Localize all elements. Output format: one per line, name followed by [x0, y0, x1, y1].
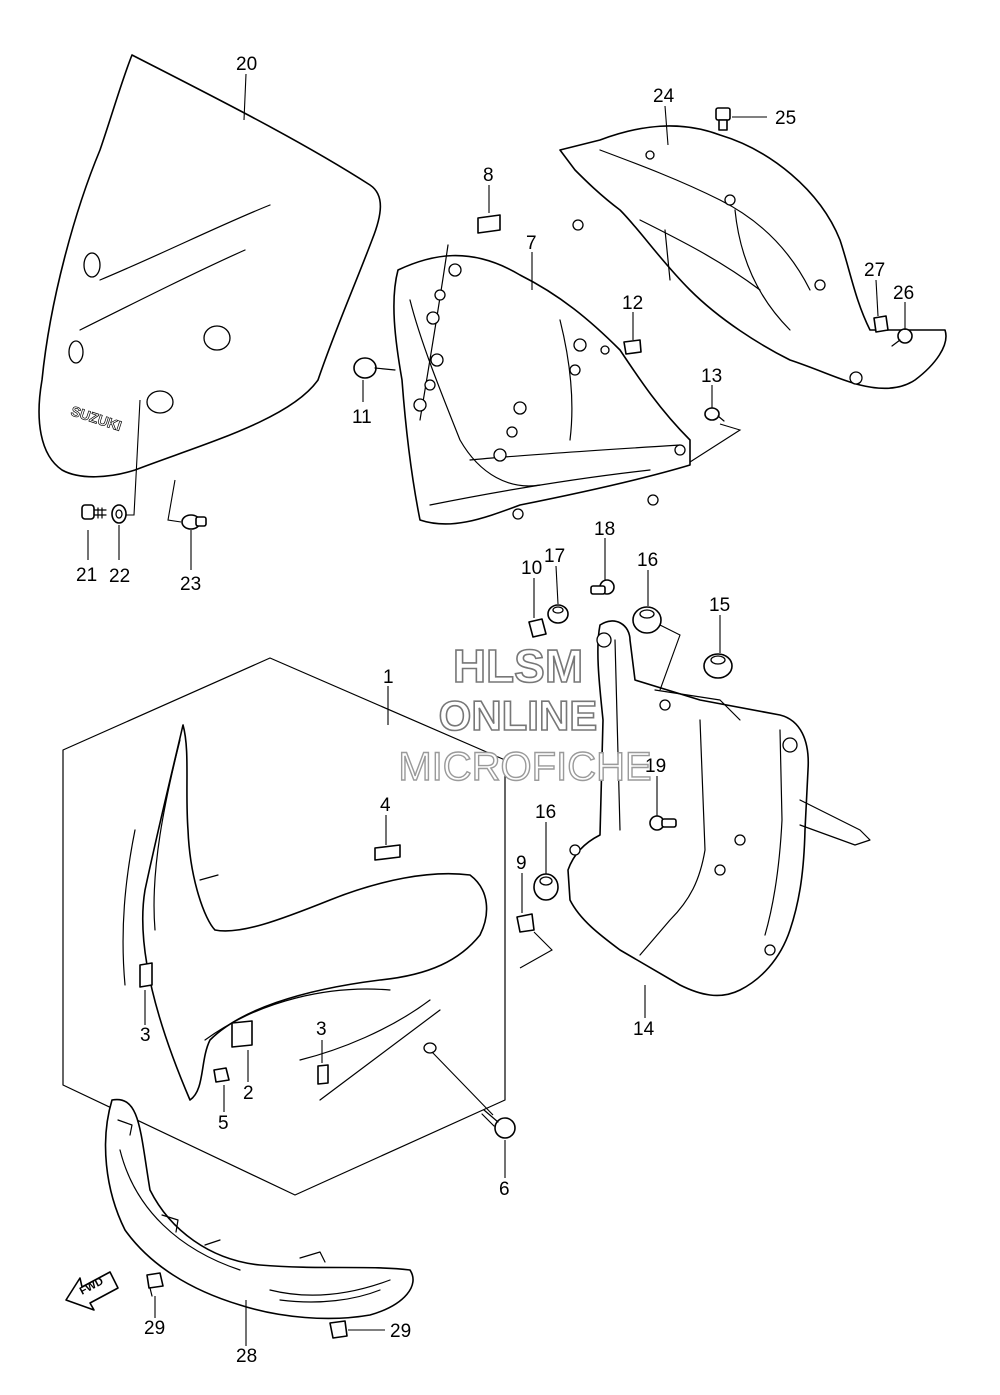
headlight-housing-bracket[interactable]	[393, 244, 691, 525]
washer-22[interactable]	[111, 504, 127, 524]
grommet-15[interactable]	[703, 653, 733, 679]
bolt-19[interactable]	[649, 815, 677, 831]
callout-numbers: 20 21 22 23 8 7 11 12 13 24 25 27 26 18 …	[76, 54, 914, 1367]
callout-29-right: 29	[390, 1321, 411, 1342]
callout-17: 17	[544, 546, 565, 567]
upper-cowl-1[interactable]	[122, 724, 488, 1101]
callout-19: 19	[645, 756, 666, 777]
callout-20: 20	[236, 54, 257, 75]
callout-14: 14	[633, 1019, 655, 1040]
forward-direction-arrow: FWD	[65, 1271, 119, 1311]
watermark-line-3: MICROFICHE	[398, 745, 651, 789]
callout-9: 9	[516, 853, 527, 874]
grommet-17[interactable]	[547, 604, 569, 624]
callout-4: 4	[380, 795, 391, 816]
callout-18: 18	[594, 519, 615, 540]
inner-panel-24[interactable]	[559, 125, 947, 390]
callout-21: 21	[76, 565, 97, 586]
callout-6: 6	[499, 1179, 510, 1200]
windscreen[interactable]: SUZUKI	[38, 54, 382, 478]
clip-12[interactable]	[623, 339, 642, 355]
nut-9[interactable]	[516, 913, 535, 933]
screw-21[interactable]	[81, 504, 107, 520]
bolt-25[interactable]	[715, 107, 731, 131]
lower-cowl-28[interactable]	[104, 1098, 414, 1320]
callout-2: 2	[243, 1083, 254, 1104]
callout-26: 26	[893, 283, 914, 304]
callout-13: 13	[701, 366, 722, 387]
grommet-16-lower[interactable]	[533, 873, 559, 901]
headlight-brace-14[interactable]	[567, 620, 871, 997]
callout-8: 8	[483, 165, 494, 186]
screw-6[interactable]	[481, 1109, 516, 1139]
label-sticker-8[interactable]	[477, 214, 501, 234]
callout-10: 10	[521, 558, 542, 579]
callout-3-right: 3	[316, 1019, 327, 1040]
callout-7: 7	[526, 233, 537, 254]
callout-12: 12	[622, 293, 643, 314]
callout-27: 27	[864, 260, 885, 281]
callout-3-left: 3	[140, 1025, 151, 1046]
callout-15: 15	[709, 595, 730, 616]
bolt-18[interactable]	[590, 579, 615, 595]
nut-10[interactable]	[528, 618, 547, 638]
callout-22: 22	[109, 566, 130, 587]
leader-lines	[87, 73, 906, 1346]
grommet-16-upper[interactable]	[632, 606, 662, 634]
watermark-line-2: ONLINE	[439, 692, 598, 739]
callout-16-upper: 16	[637, 550, 658, 571]
callout-29-left: 29	[144, 1318, 165, 1339]
rivet-29-left[interactable]	[146, 1272, 164, 1297]
callout-24: 24	[653, 86, 675, 107]
callout-23: 23	[180, 574, 201, 595]
callout-28: 28	[236, 1346, 257, 1367]
watermark-line-1: HLSM	[453, 640, 583, 692]
screw-13[interactable]	[704, 407, 725, 422]
callout-11: 11	[352, 407, 372, 428]
cowl-assembly-box	[62, 657, 506, 1196]
callout-1: 1	[383, 667, 394, 688]
clip-5[interactable]	[213, 1067, 230, 1083]
callout-5: 5	[218, 1113, 229, 1134]
watermark: HLSM ONLINE MICROFICHE	[398, 639, 653, 790]
rivet-29-right[interactable]	[329, 1320, 348, 1339]
clip-27[interactable]	[873, 315, 889, 333]
callout-16-lower: 16	[535, 802, 556, 823]
grommet-11[interactable]	[353, 357, 396, 379]
screw-23[interactable]	[181, 514, 207, 530]
callout-25: 25	[775, 108, 796, 129]
